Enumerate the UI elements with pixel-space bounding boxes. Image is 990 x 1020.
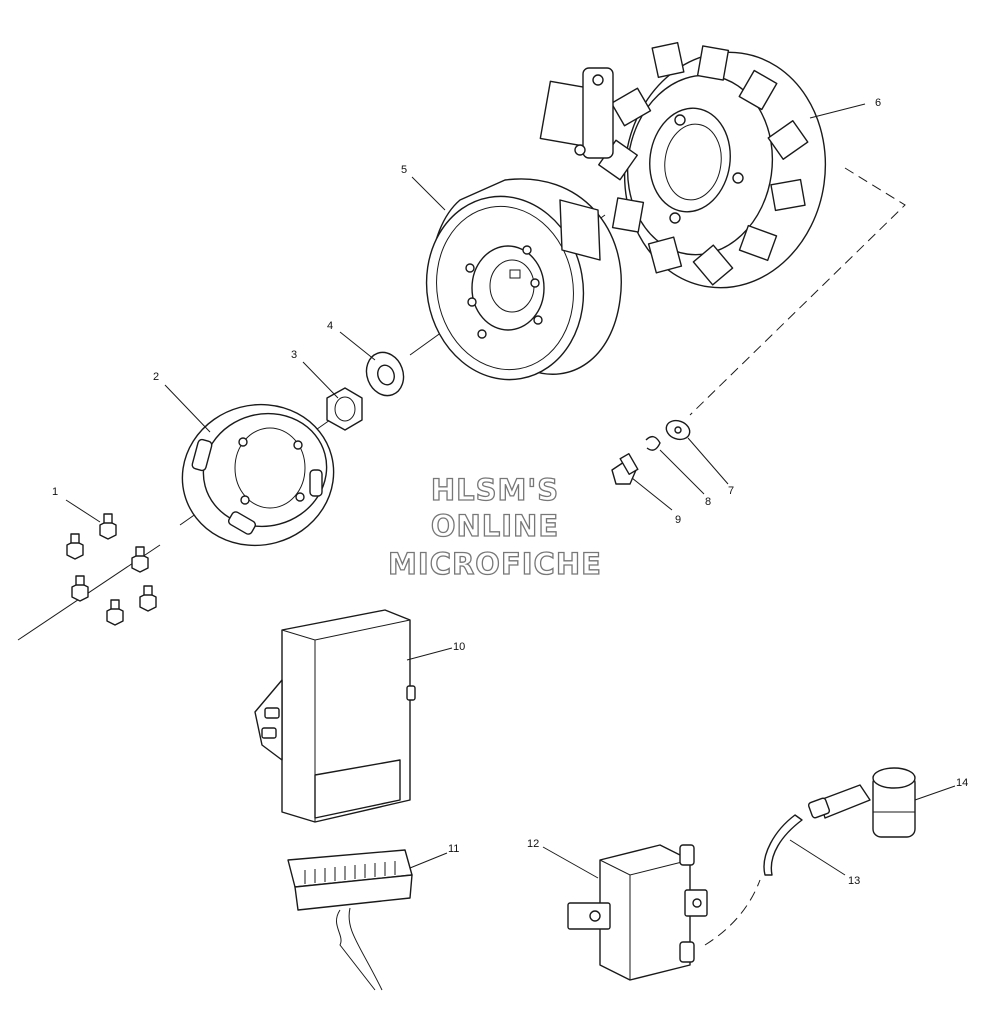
- bolts-1: [66, 513, 157, 626]
- connector-harness: [287, 849, 413, 991]
- callout-14: 14: [956, 777, 968, 789]
- callout-6: 6: [875, 97, 881, 109]
- leader-lines: [65, 103, 956, 879]
- screw-9: [611, 453, 639, 485]
- watermark-line-1: HLSM'S: [431, 473, 559, 507]
- callout-5: 5: [401, 164, 407, 176]
- lock-washer-8: [645, 435, 661, 451]
- callout-4: 4: [327, 320, 333, 332]
- cdi-module: [254, 609, 416, 823]
- spark-plug-wire: [763, 814, 803, 876]
- callout-10: 10: [453, 641, 465, 653]
- spark-plug-cap: [807, 767, 916, 838]
- ignition-coil: [567, 844, 708, 981]
- callout-3: 3: [291, 349, 297, 361]
- callout-2: 2: [153, 371, 159, 383]
- nut-3: [326, 387, 363, 431]
- callout-13: 13: [848, 875, 860, 887]
- callout-12: 12: [527, 838, 539, 850]
- starter-cup: [181, 403, 335, 547]
- washer-4: [365, 351, 405, 397]
- callout-9: 9: [675, 514, 681, 526]
- watermark-line-3: MICROFICHE: [388, 547, 602, 581]
- watermark-line-2: ONLINE: [431, 509, 559, 543]
- callout-8: 8: [705, 496, 711, 508]
- washer-7: [665, 419, 691, 441]
- stator: [539, 41, 827, 289]
- callout-1: 1: [52, 486, 58, 498]
- callout-labels: 1 2 3 4 5 6 7 8 9 10 11 12 13 14: [52, 97, 968, 887]
- watermark: HLSM'S ONLINE MICROFICHE: [387, 472, 602, 581]
- callout-7: 7: [728, 485, 734, 497]
- callout-11: 11: [448, 843, 459, 855]
- flywheel: [425, 178, 622, 381]
